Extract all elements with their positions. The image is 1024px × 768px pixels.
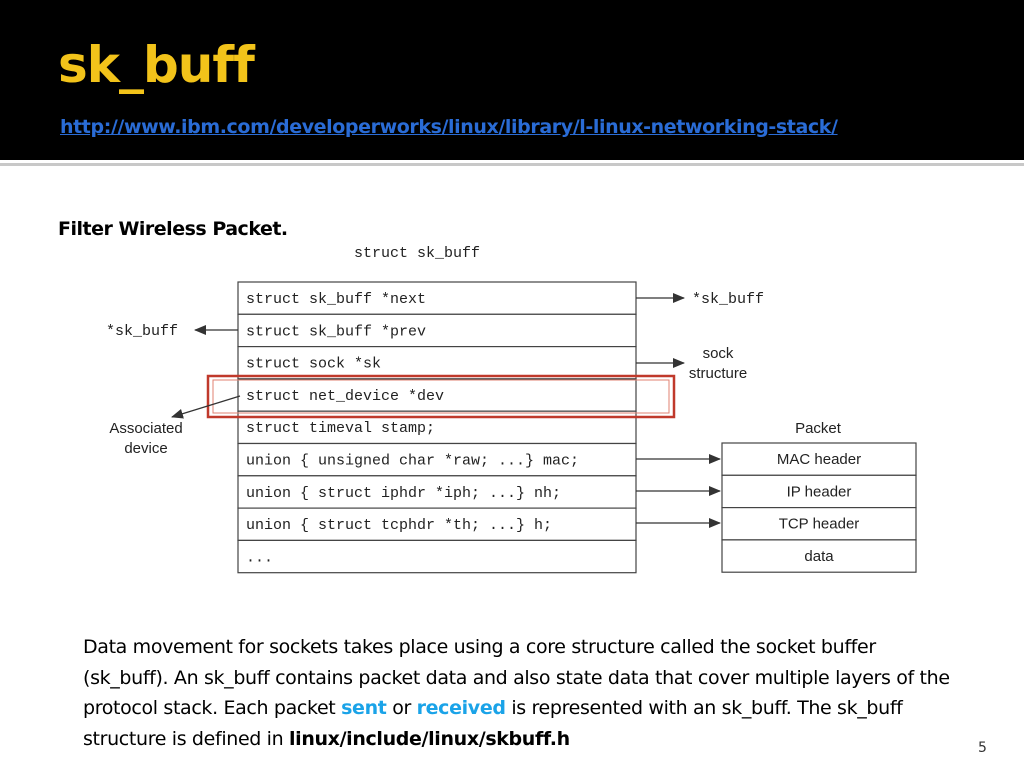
reference-link[interactable]: http://www.ibm.com/developerworks/linux/…: [60, 116, 838, 138]
dev-field-highlight-inner: [212, 379, 670, 414]
received-keyword: received: [416, 697, 506, 719]
prev-label: *sk_buff: [106, 323, 178, 340]
header-divider: [0, 163, 1024, 166]
struct-caption: struct sk_buff: [354, 245, 480, 262]
struct-field-label: struct net_device *dev: [246, 388, 444, 405]
struct-field-cell: [237, 539, 637, 574]
struct-field-label: struct sk_buff *next: [246, 291, 426, 308]
struct-field-label: struct sk_buff *prev: [246, 323, 426, 340]
next-label: *sk_buff: [692, 291, 764, 308]
description-paragraph: Data movement for sockets takes place us…: [83, 632, 953, 754]
struct-field-label: struct timeval stamp;: [246, 420, 435, 437]
struct-field-cell: [237, 475, 637, 509]
packet-part-label: MAC header: [777, 451, 861, 468]
struct-fields-table: struct sk_buff *next struct sk_buff *prev…: [237, 281, 637, 574]
struct-field-label: union { struct iphdr *iph; ...} nh;: [246, 485, 561, 502]
packet-part-cell: [721, 474, 917, 509]
diagram-subtitle: Filter Wireless Packet.: [58, 218, 288, 240]
slide-title: sk_buff: [58, 36, 255, 94]
slide-header: [0, 0, 1024, 160]
packet-part-label: IP header: [787, 483, 852, 500]
device-label-line2: device: [124, 440, 167, 457]
struct-field-cell: [237, 346, 637, 380]
description-text-2: or: [386, 697, 417, 719]
packet-part-cell: [721, 442, 917, 476]
struct-field-label: ...: [246, 549, 273, 566]
dev-field-highlight: [206, 374, 676, 419]
description-text-1: Data movement for sockets takes place us…: [83, 636, 950, 719]
struct-field-label: union { struct tcphdr *th; ...} h;: [246, 517, 552, 534]
packet-title: Packet: [795, 420, 842, 437]
device-label-line1: Associated: [109, 420, 182, 437]
description-text-3: is represented with an sk_buff. The sk_b…: [83, 697, 903, 750]
packet-part-label: data: [804, 548, 834, 565]
skbuff-header-path: linux/include/linux/skbuff.h: [289, 727, 570, 750]
struct-field-cell: [237, 281, 637, 315]
page-number: 5: [978, 740, 987, 756]
sent-keyword: sent: [341, 697, 387, 719]
packet-part-cell: [721, 539, 917, 573]
packet-part-label: TCP header: [779, 516, 860, 533]
packet-part-cell: [721, 507, 917, 541]
struct-field-label: struct sock *sk: [246, 356, 381, 373]
dev-arrow: [171, 395, 241, 419]
struct-field-cell: [237, 442, 637, 477]
sock-label-line2: structure: [689, 365, 747, 382]
struct-field-label: union { unsigned char *raw; ...} mac;: [246, 453, 579, 470]
sock-label-line1: sock: [703, 345, 734, 362]
